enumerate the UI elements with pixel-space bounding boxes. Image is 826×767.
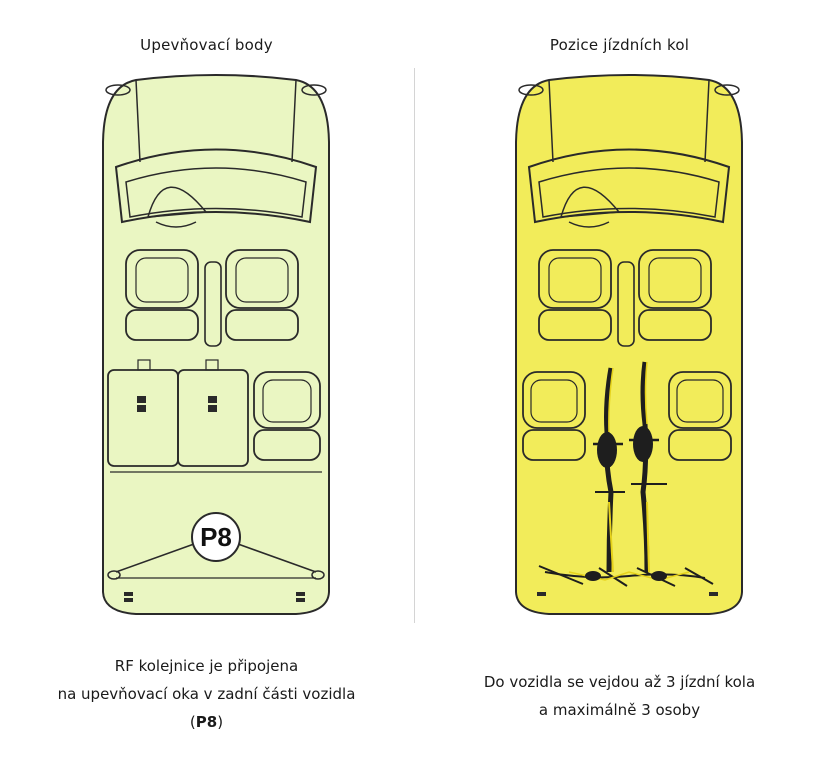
car-tie-down-points-diagram: P8: [102, 74, 330, 615]
right-caption-line2: a maximálně 3 osoby: [538, 701, 701, 719]
panel-divider: [414, 68, 415, 623]
bike-1: [593, 367, 625, 573]
caption-p8: P8: [195, 713, 218, 731]
left-title: Upevňovací body: [140, 36, 273, 54]
right-caption-line1: Do vozidla se vejdou až 3 jízdní kola: [483, 673, 756, 691]
p8-marker: P8: [191, 512, 241, 562]
paren-open: (: [189, 713, 196, 731]
car-body: [102, 74, 330, 615]
left-panel: Upevňovací body: [0, 36, 413, 736]
left-caption: RF kolejnice je připojena na upevňovací …: [0, 652, 413, 736]
bike-2: [629, 361, 667, 573]
right-panel: Pozice jízdních kol: [413, 0, 826, 767]
right-title: Pozice jízdních kol: [549, 36, 690, 54]
left-caption-line1: RF kolejnice je připojena: [114, 657, 299, 675]
paren-close: ): [217, 713, 224, 731]
right-caption: Do vozidla se vejdou až 3 jízdní kola a …: [413, 668, 826, 724]
bikes: [538, 361, 714, 587]
car-bike-positions-diagram: [515, 74, 743, 615]
left-caption-line3: (P8): [0, 708, 413, 736]
bike-3-rear: [538, 565, 714, 587]
p8-marker-label: P8: [200, 522, 232, 552]
left-caption-line2: na upevňovací oka v zadní části vozidla: [57, 685, 356, 703]
car-body: [515, 74, 743, 615]
